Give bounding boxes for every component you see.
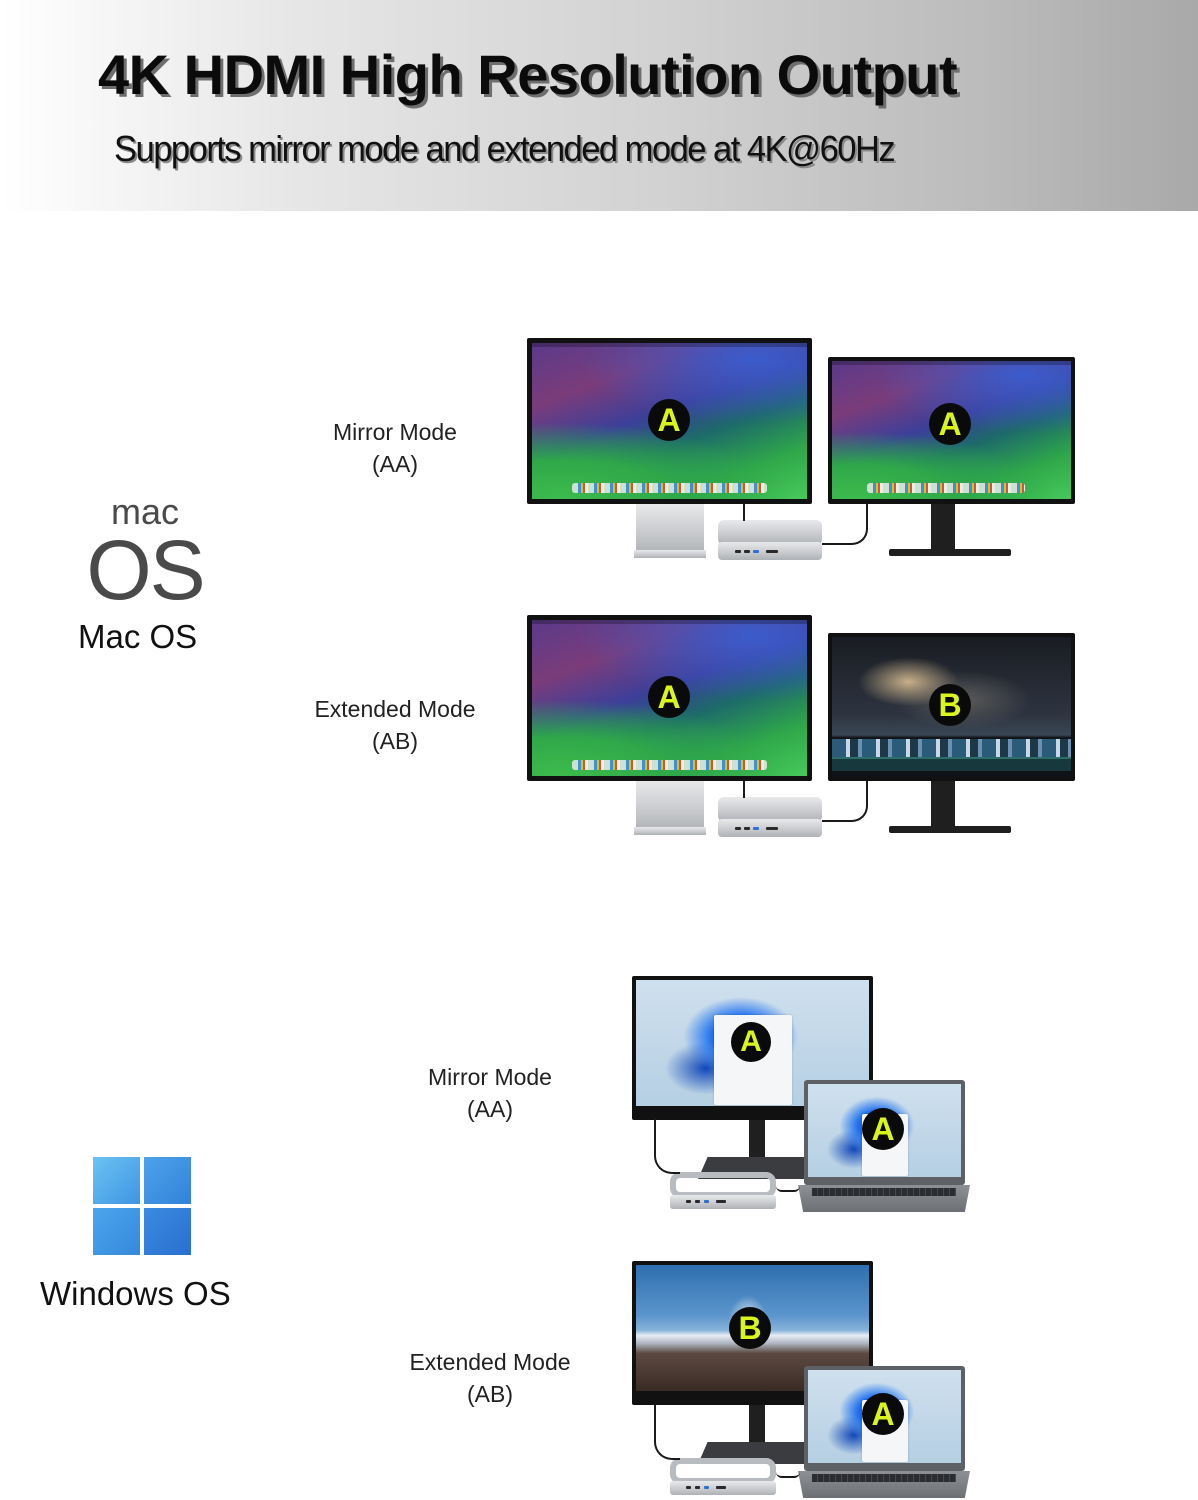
monitor-stand xyxy=(931,504,955,552)
windows-label: Windows OS xyxy=(40,1275,231,1312)
usb-hub-stand xyxy=(718,819,822,837)
usb-hub-stand xyxy=(718,542,822,560)
mode-code: (AA) xyxy=(372,451,418,477)
page-title: 4K HDMI High Resolution Output xyxy=(98,43,958,106)
monitor-stand-base xyxy=(889,826,1011,833)
macos-dock xyxy=(572,760,767,770)
mac-mini-device xyxy=(718,520,822,545)
hdmi-cable xyxy=(654,1404,680,1460)
studio-display-stand xyxy=(636,781,704,831)
screen-badge-b: B xyxy=(929,684,971,726)
monitor-stand xyxy=(749,1120,765,1160)
screen-badge-b: B xyxy=(729,1307,771,1349)
mac-extended-mode-label: Extended Mode (AB) xyxy=(285,693,505,757)
studio-display-stand xyxy=(636,504,704,554)
screen-badge-a: A xyxy=(731,1022,771,1062)
macos-logo-icon: mac OS xyxy=(60,491,230,617)
laptop-keyboard xyxy=(812,1474,956,1482)
mode-name: Extended Mode xyxy=(409,1349,571,1375)
hdmi-cable xyxy=(822,503,868,545)
page-subtitle: Supports mirror mode and extended mode a… xyxy=(114,128,896,169)
screen-badge-a: A xyxy=(648,676,690,718)
stand-base xyxy=(634,827,706,835)
header-banner: 4K HDMI High Resolution Output Supports … xyxy=(0,0,1198,211)
windows-logo-icon xyxy=(93,1157,191,1255)
hdmi-cable xyxy=(822,780,868,822)
hdmi-cable xyxy=(654,1118,680,1174)
macos-logo-os-text: OS xyxy=(86,523,205,617)
mode-code: (AA) xyxy=(467,1096,513,1122)
mac-mini-device xyxy=(718,797,822,822)
mode-code: (AB) xyxy=(372,728,418,754)
video-editor-screen xyxy=(832,637,1071,777)
macos-dock xyxy=(867,483,1025,493)
mode-name: Mirror Mode xyxy=(428,1064,552,1090)
mac-mirror-mode-label: Mirror Mode (AA) xyxy=(285,416,505,480)
mode-name: Mirror Mode xyxy=(333,419,457,445)
usb-hub-stand xyxy=(670,1481,776,1495)
screen-badge-a: A xyxy=(648,399,690,441)
macos-logo-mac-text: mac xyxy=(110,491,179,532)
hdmi-cable xyxy=(743,780,745,798)
mode-name: Extended Mode xyxy=(314,696,476,722)
screen-badge-a: A xyxy=(862,1108,904,1150)
screen-badge-a: A xyxy=(862,1393,904,1435)
hdmi-cable xyxy=(743,503,745,521)
usb-c-cable xyxy=(776,1180,800,1192)
macos-dock xyxy=(572,483,767,493)
stand-base xyxy=(634,550,706,558)
win-extended-mode-label: Extended Mode (AB) xyxy=(380,1346,600,1410)
laptop-keyboard xyxy=(812,1188,956,1196)
macos-label: Mac OS xyxy=(78,618,198,655)
usb-c-cable xyxy=(776,1466,800,1478)
usb-hub-stand xyxy=(670,1195,776,1209)
mode-code: (AB) xyxy=(467,1381,513,1407)
monitor-stand xyxy=(749,1405,765,1445)
win-mirror-mode-label: Mirror Mode (AA) xyxy=(380,1061,600,1125)
macos-desktop-screen xyxy=(832,361,1071,499)
monitor-stand-base xyxy=(889,549,1011,556)
monitor-stand xyxy=(931,781,955,829)
screen-badge-a: A xyxy=(929,403,971,445)
video-timeline xyxy=(832,739,1071,757)
video-track xyxy=(832,757,1071,771)
